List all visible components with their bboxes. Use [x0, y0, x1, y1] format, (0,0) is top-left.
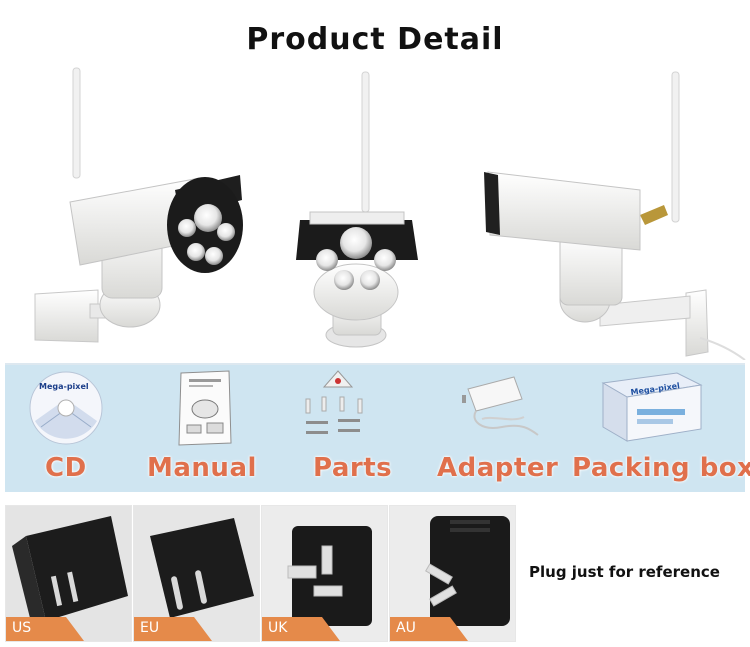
adapter-icon [462, 376, 539, 436]
plug-uk: UK [261, 505, 388, 642]
accessory-label-parts: Parts [313, 453, 393, 483]
plug-label-eu: EU [140, 620, 160, 636]
camera-product-images [34, 67, 746, 360]
accessory-label-cd: CD [45, 453, 87, 483]
camera-left-image [34, 67, 243, 343]
accessory-adapter: Adapter [430, 365, 560, 492]
accessory-packing-box: Mega-pixel Packing box [565, 365, 750, 492]
packing-box-icon: Mega-pixel [601, 372, 703, 442]
page-title: Product Detail [246, 22, 504, 57]
parts-icon [305, 370, 363, 434]
accessory-label-manual: Manual [147, 453, 257, 483]
cd-icon: Mega-pixel [29, 371, 103, 445]
plug-reference-note: Plug just for reference [529, 563, 720, 581]
accessory-cd: Mega-pixel CD [5, 365, 125, 492]
cd-disc-text: Mega-pixel [39, 382, 89, 391]
accessory-parts: Parts [290, 365, 400, 492]
accessory-manual: Manual [145, 365, 260, 492]
camera-right-image [484, 71, 746, 360]
accessory-label-packing-box: Packing box [572, 453, 750, 483]
accessories-band: Mega-pixel CD Manual Parts [5, 363, 750, 492]
camera-center-image [296, 71, 418, 348]
accessory-label-adapter: Adapter [437, 453, 559, 483]
manual-icon [178, 370, 232, 446]
plug-eu: EU [133, 505, 260, 642]
eu-plug-icon [134, 506, 259, 641]
us-plug-icon [6, 506, 131, 641]
plug-label-us: US [12, 620, 32, 636]
plug-au: AU [389, 505, 516, 642]
plug-label-uk: UK [268, 620, 288, 636]
plug-us: US [5, 505, 132, 642]
plug-label-au: AU [396, 620, 416, 636]
